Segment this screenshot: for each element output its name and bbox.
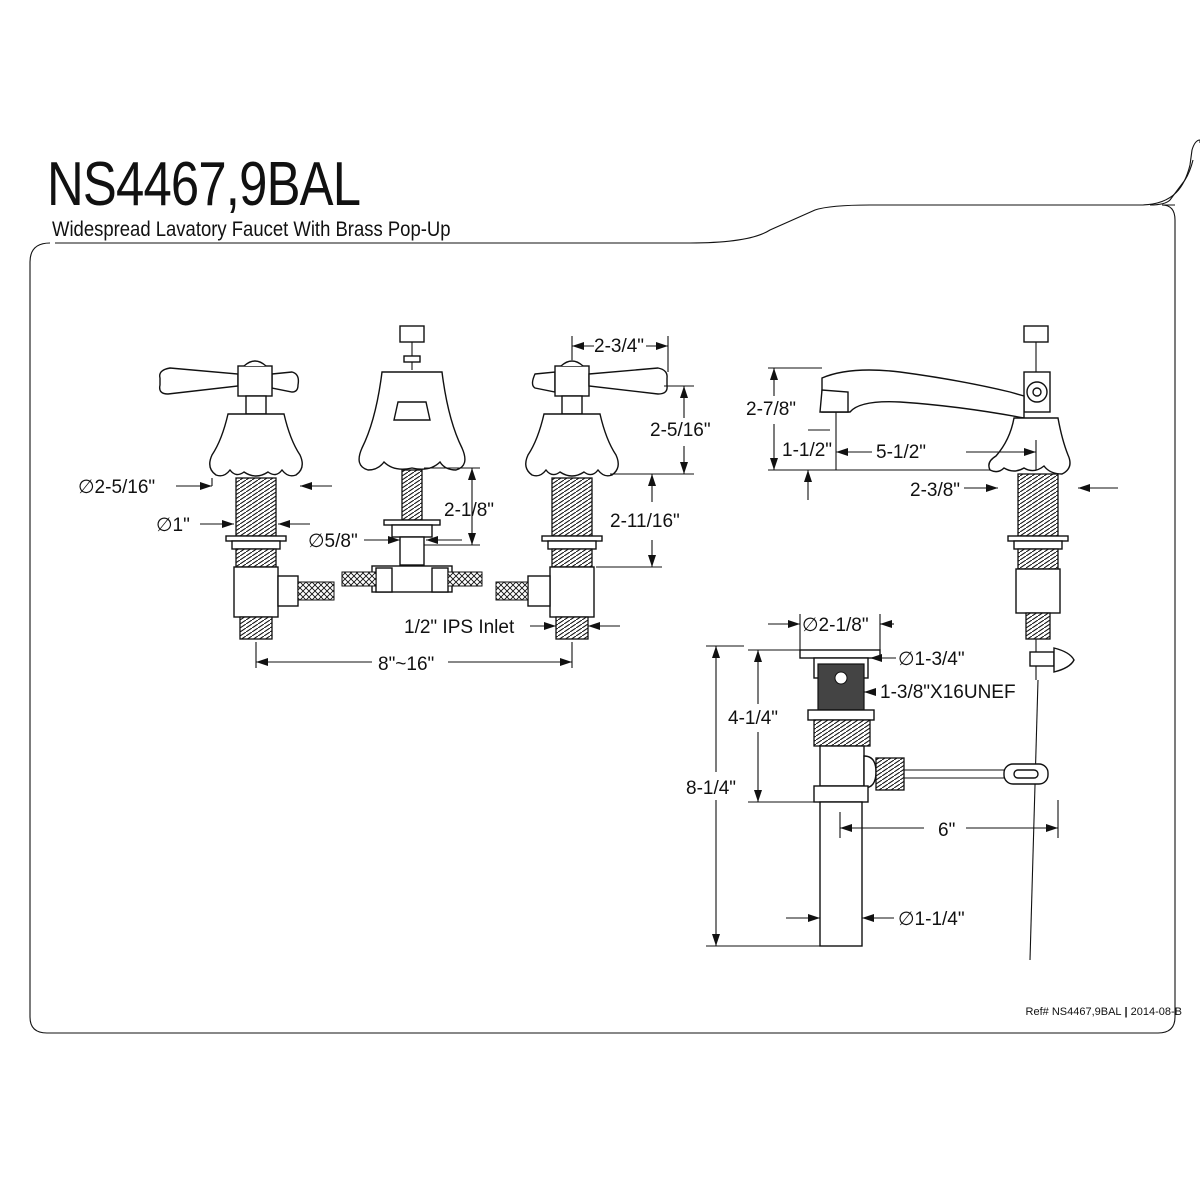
sheet-frame-border — [29, 204, 1176, 1034]
dimension-lines — [176, 336, 1118, 947]
reference-note: Ref# NS4467,9BAL|2014-08-B — [1026, 1006, 1182, 1018]
dim-drain-total-height: 8-1/4" — [686, 778, 736, 799]
dim-spout-base-dia: 2-3/8" — [910, 480, 960, 501]
dim-spout-reach: 5-1/2" — [876, 442, 926, 463]
dim-spout-shank-dia: ∅5/8" — [308, 531, 358, 552]
dim-handle-flange-dia: ∅2-5/16" — [78, 477, 155, 498]
dim-drain-flange-dia: ∅2-1/8" — [802, 615, 869, 636]
spout-side-view — [819, 325, 1075, 961]
dim-handle-height: 2-5/16" — [650, 420, 711, 441]
reference-date: 2014-08-B — [1130, 1006, 1182, 1018]
dim-spread: 8"~16" — [378, 654, 434, 675]
page-title: NS4467,9BAL — [47, 150, 361, 219]
dim-spout-height: 2-7/8" — [746, 399, 796, 420]
dim-drain-thread: 1-3/8"X16UNEF — [880, 682, 1016, 703]
reference-id: Ref# NS4467,9BAL — [1025, 1006, 1122, 1018]
dim-drain-body-height: 4-1/4" — [728, 708, 778, 729]
dim-inlet: 1/2" IPS Inlet — [404, 617, 515, 638]
dim-handle-width: 2-3/4" — [594, 336, 644, 357]
dim-tailpiece-dia: ∅1-1/4" — [898, 909, 965, 930]
dim-pivot-rod-length: 6" — [938, 820, 955, 841]
dim-shank-dia: ∅1" — [156, 515, 190, 536]
dimension-arrows — [200, 342, 1090, 946]
popup-drain-assembly — [799, 649, 1049, 947]
page-subtitle: Widespread Lavatory Faucet With Brass Po… — [52, 218, 451, 241]
dim-spout-shank-height: 2-1/8" — [444, 500, 494, 521]
dim-spout-clearance: 1-1/2" — [782, 440, 832, 461]
center-spout-front — [341, 325, 483, 593]
reference-separator: | — [1124, 1006, 1128, 1018]
dimension-labels: ∅2-5/16" ∅1" ∅5/8" 2-1/8" 2-3/4" 2-5/16"… — [78, 336, 1016, 930]
dim-shank-length: 2-11/16" — [610, 511, 680, 532]
sheet-frame — [55, 139, 1200, 244]
left-handle-valve — [158, 360, 335, 640]
sheet-frame-tab — [1149, 159, 1194, 206]
dim-drain-dia: ∅1-3/4" — [898, 649, 965, 670]
right-handle-valve — [495, 360, 668, 640]
